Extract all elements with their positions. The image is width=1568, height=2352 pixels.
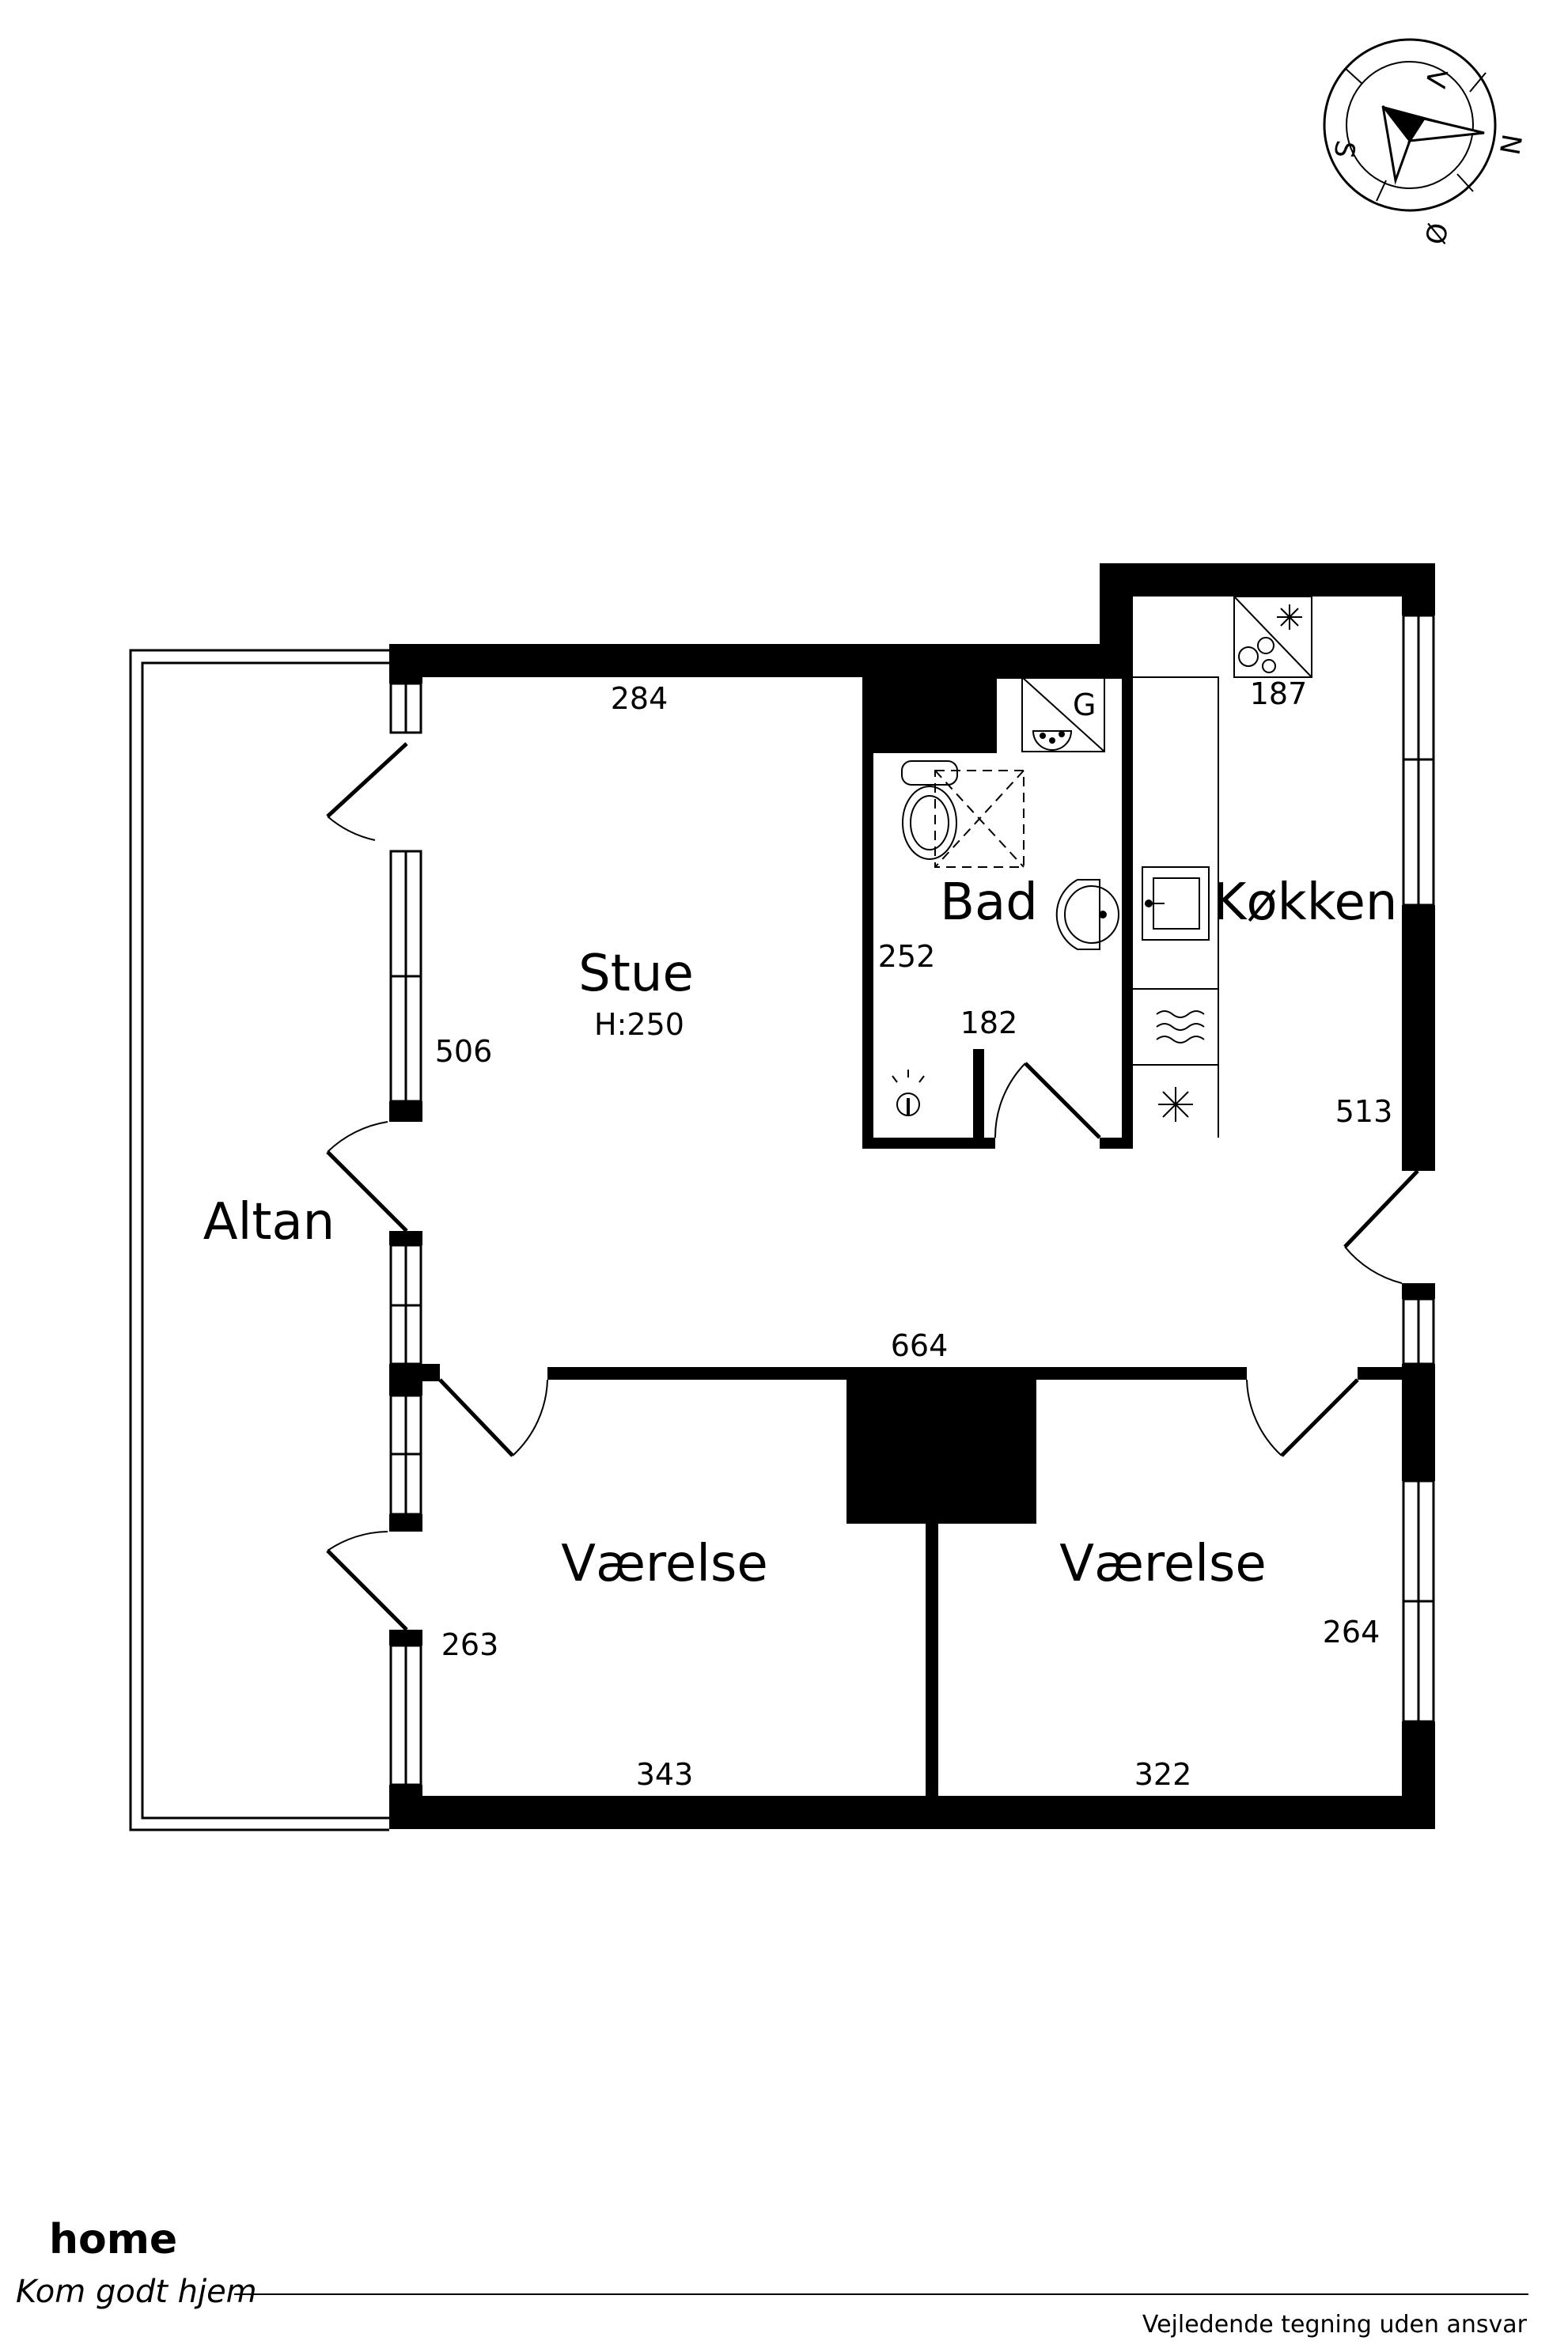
kitchen-sink-icon bbox=[1142, 866, 1210, 941]
brand-logo-text: home bbox=[49, 2216, 177, 2263]
window-right-1 bbox=[1402, 614, 1435, 907]
shower-area bbox=[934, 770, 1025, 868]
disclaimer-text: Vejledende tegning uden ansvar bbox=[1142, 2311, 1528, 2339]
brand-tagline: Kom godt hjem bbox=[16, 2274, 257, 2310]
doors bbox=[326, 742, 1419, 1631]
bathroom-door bbox=[994, 1062, 1101, 1139]
gas-marker-label: G bbox=[1073, 687, 1096, 722]
window-left-4 bbox=[389, 1394, 422, 1516]
window-right-2 bbox=[1402, 1297, 1435, 1365]
window-left-2 bbox=[389, 850, 422, 1103]
room-label-vaerelse-1: Værelse bbox=[561, 1535, 767, 1593]
compass-rose-icon: V N Ø S bbox=[1323, 38, 1528, 247]
brand-logo: home Kom godt hjem bbox=[16, 2216, 257, 2310]
washbasin-icon bbox=[1055, 879, 1119, 950]
dimension-kokken-top: 187 bbox=[1250, 676, 1308, 711]
window-right-3 bbox=[1402, 1479, 1435, 1723]
exterior-walls bbox=[389, 563, 1435, 1829]
balcony-outline bbox=[129, 649, 389, 1831]
dimension-corridor: 664 bbox=[891, 1328, 949, 1363]
dimension-bad-side: 252 bbox=[878, 939, 936, 974]
window-left-3 bbox=[389, 1244, 422, 1365]
bathroom-corner-unit bbox=[1021, 676, 1105, 752]
cooktop-icon bbox=[1233, 596, 1312, 678]
washing-machine-icon bbox=[1156, 1010, 1205, 1043]
compass-south-label: S bbox=[1327, 138, 1361, 160]
dimension-vaerelse-2-side: 264 bbox=[1323, 1615, 1381, 1649]
entrance-door bbox=[1343, 1169, 1419, 1284]
room-label-stue: Stue bbox=[578, 945, 694, 1003]
toilet-icon bbox=[901, 760, 958, 860]
dimension-stue-side: 506 bbox=[435, 1034, 493, 1069]
window-left-1 bbox=[389, 682, 422, 734]
water-heater-icon bbox=[1032, 730, 1073, 751]
ceiling-height-label: H:250 bbox=[594, 1007, 684, 1042]
balcony-door-3 bbox=[326, 1531, 408, 1631]
dimension-vaerelse-1-bottom: 343 bbox=[636, 1757, 694, 1792]
compass-east-label: Ø bbox=[1418, 220, 1452, 246]
windows bbox=[389, 614, 1435, 1786]
interior-walls bbox=[422, 585, 1402, 1796]
dimension-vaerelse-2-bottom: 322 bbox=[1134, 1757, 1192, 1792]
room-label-altan: Altan bbox=[203, 1193, 335, 1252]
dimension-vaerelse-1-side: 263 bbox=[441, 1627, 499, 1662]
kitchen-counter bbox=[1133, 676, 1219, 1138]
dimension-bad-bottom: 182 bbox=[960, 1006, 1018, 1040]
dimension-stue-top: 284 bbox=[611, 681, 668, 716]
window-left-5 bbox=[389, 1644, 422, 1786]
fridge-icon bbox=[1158, 1087, 1193, 1122]
floor-drain-icon bbox=[892, 1070, 925, 1116]
bedroom-1-door bbox=[438, 1378, 548, 1457]
bedroom-2-door bbox=[1246, 1378, 1359, 1457]
balcony-door-2 bbox=[326, 1121, 408, 1233]
room-label-bad: Bad bbox=[940, 873, 1038, 932]
compass-north-label: N bbox=[1493, 131, 1528, 157]
compass-west-label: V bbox=[1418, 66, 1452, 90]
freezer-icon bbox=[1277, 604, 1302, 630]
balcony-door-1 bbox=[326, 742, 408, 841]
room-label-kokken: Køkken bbox=[1214, 873, 1398, 932]
dimension-kokken-side: 513 bbox=[1335, 1094, 1393, 1129]
room-label-vaerelse-2: Værelse bbox=[1059, 1535, 1266, 1593]
